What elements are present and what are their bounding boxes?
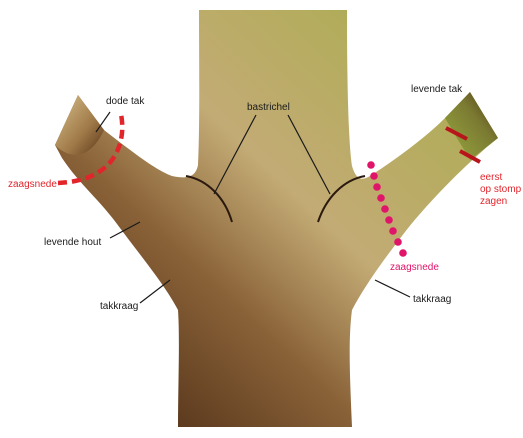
leader-collar-right xyxy=(375,280,410,297)
label-dead-branch: dode tak xyxy=(106,96,145,107)
label-branch-collar-left: takkraag xyxy=(100,301,138,312)
label-bark-ridge: bastrichel xyxy=(247,102,290,113)
label-first-stub-line3: zagen xyxy=(480,196,507,207)
leader-collar-left xyxy=(140,280,170,303)
label-first-stub-line1: eerst xyxy=(480,172,502,183)
label-saw-cut-right: zaagsnede xyxy=(390,262,439,273)
label-branch-collar-right: takkraag xyxy=(413,294,451,305)
tree-trunk xyxy=(55,10,498,427)
label-first-stub-line2: op stomp xyxy=(480,184,522,195)
label-living-wood: levende hout xyxy=(44,237,101,248)
label-live-branch: levende tak xyxy=(411,84,463,95)
label-saw-cut-left: zaagsnede xyxy=(8,179,57,190)
